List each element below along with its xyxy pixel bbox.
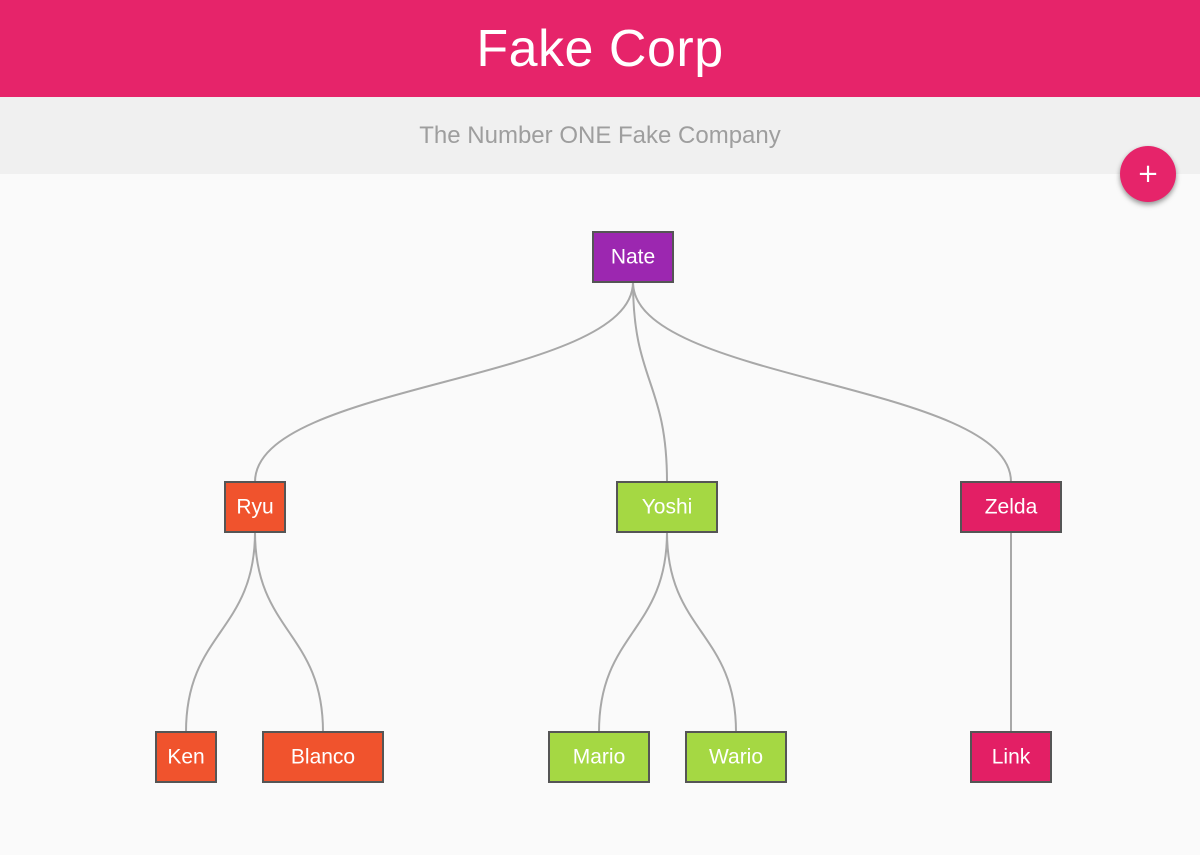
employee-box[interactable]: [224, 481, 286, 533]
employee-box[interactable]: [960, 481, 1062, 533]
org-chart-links: [185, 281, 1013, 733]
employee-name: Ken: [167, 746, 204, 769]
employee-node-ryu[interactable]: Ryu: [224, 481, 286, 533]
employee-name: Link: [992, 746, 1031, 769]
employee-box[interactable]: [616, 481, 718, 533]
link-ryu-blanco: [254, 531, 324, 733]
link-nate-yoshi: [632, 281, 668, 483]
employee-box[interactable]: [548, 731, 650, 783]
employee-node-blanco[interactable]: Blanco: [262, 731, 384, 783]
tagline-bar: The Number ONE Fake Company: [0, 97, 1200, 174]
employee-box[interactable]: [592, 231, 674, 283]
link-ryu-ken: [185, 531, 256, 733]
employee-node-link[interactable]: Link: [970, 731, 1052, 783]
employee-name: Wario: [709, 746, 763, 769]
employee-node-ken[interactable]: Ken: [155, 731, 217, 783]
link-nate-zelda: [632, 281, 1012, 483]
link-yoshi-mario: [598, 531, 668, 733]
employee-node-zelda[interactable]: Zelda: [960, 481, 1062, 533]
employee-node-wario[interactable]: Wario: [685, 731, 787, 783]
add-employee-button[interactable]: +: [1120, 146, 1176, 202]
employee-name: Ryu: [236, 496, 273, 519]
plus-icon: +: [1137, 159, 1159, 189]
company-title: Fake Corp: [476, 19, 724, 78]
employee-name: Blanco: [291, 746, 355, 769]
employee-box[interactable]: [685, 731, 787, 783]
employee-name: Nate: [611, 246, 655, 269]
app-header: Fake Corp: [0, 0, 1200, 97]
employee-name: Yoshi: [642, 496, 693, 519]
employee-name: Mario: [573, 746, 626, 769]
employee-box[interactable]: [262, 731, 384, 783]
link-yoshi-wario: [666, 531, 737, 733]
employee-node-nate[interactable]: Nate: [592, 231, 674, 283]
employee-box[interactable]: [970, 731, 1052, 783]
link-nate-ryu: [254, 281, 634, 483]
employee-name: Zelda: [985, 496, 1038, 519]
employee-box[interactable]: [155, 731, 217, 783]
company-tagline: The Number ONE Fake Company: [419, 121, 781, 149]
employee-node-yoshi[interactable]: Yoshi: [616, 481, 718, 533]
employee-node-mario[interactable]: Mario: [548, 731, 650, 783]
